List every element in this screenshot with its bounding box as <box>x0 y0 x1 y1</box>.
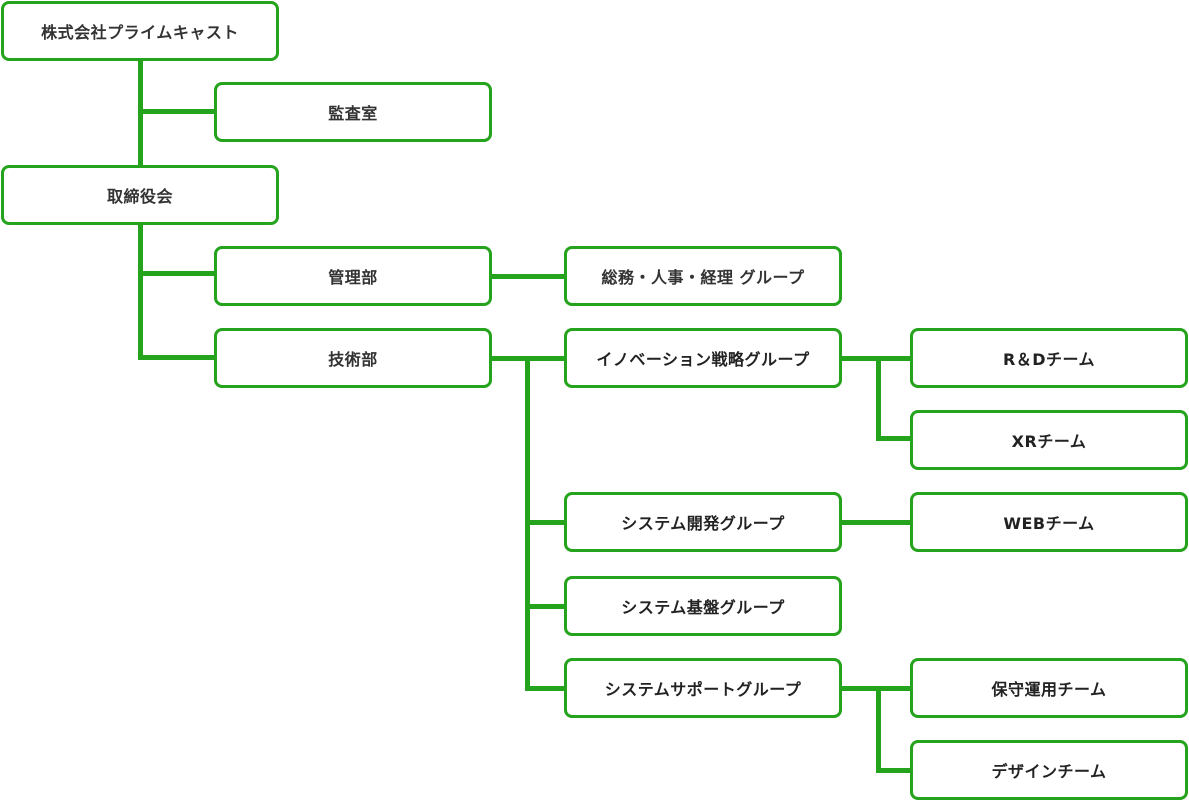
connector-board-depts <box>138 223 143 360</box>
connector-support <box>525 686 566 691</box>
node-admin-dept: 管理部 <box>214 246 492 306</box>
connector-innovation-teams-v <box>876 356 881 441</box>
node-company: 株式会社プライムキャスト <box>1 1 279 61</box>
node-support-group: システムサポートグループ <box>564 658 842 718</box>
node-infra-group: システム基盤グループ <box>564 576 842 636</box>
connector-support-teams-v <box>876 686 881 773</box>
node-design-team: デザインチーム <box>910 740 1188 800</box>
connector-tech <box>138 355 216 360</box>
connector-audit <box>138 109 216 114</box>
connector-sysdev <box>525 520 566 525</box>
node-board: 取締役会 <box>1 165 279 225</box>
node-web-team: WEBチーム <box>910 492 1188 552</box>
node-sysdev-group: システム開発グループ <box>564 492 842 552</box>
connector-admin <box>138 271 216 276</box>
node-maintenance-team: 保守運用チーム <box>910 658 1188 718</box>
node-audit: 監査室 <box>214 82 492 142</box>
connector-admin-general <box>490 274 566 279</box>
node-innovation-group: イノベーション戦略グループ <box>564 328 842 388</box>
connector-design <box>876 768 912 773</box>
node-xr-team: XRチーム <box>910 410 1188 470</box>
node-general-affairs-group: 総務・人事・経理 グループ <box>564 246 842 306</box>
connector-xr <box>876 436 912 441</box>
node-tech-dept: 技術部 <box>214 328 492 388</box>
node-rd-team: R＆Dチーム <box>910 328 1188 388</box>
connector-infra <box>525 604 566 609</box>
connector-sysdev-web <box>840 520 912 525</box>
